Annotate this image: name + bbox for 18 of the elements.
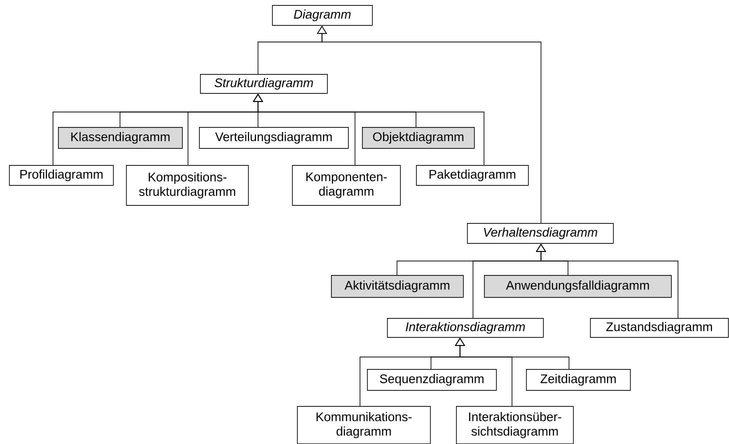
class-box: Sequenzdiagramm: [367, 368, 497, 391]
class-box: Profildiagramm: [9, 165, 114, 186]
class-box: Interaktionsüber- sichtsdiagramm: [456, 406, 574, 444]
class-box: Verteilungsdiagramm: [199, 127, 349, 149]
class-box: Strukturdiagramm: [200, 74, 328, 94]
class-box: Kommunikations- diagramm: [297, 406, 431, 444]
class-box: Diagramm: [272, 5, 373, 26]
class-box: Anwendungsfalldiagramm: [484, 275, 672, 298]
class-box: Verhaltensdiagramm: [467, 223, 614, 244]
class-box: Klassendiagramm: [58, 127, 183, 149]
class-box: Objektdiagramm: [362, 127, 475, 149]
class-box: Kompositions- strukturdiagramm: [126, 165, 249, 206]
class-box: Komponenten- diagramm: [292, 165, 401, 206]
class-box: Zustandsdiagramm: [590, 318, 729, 338]
class-box: Zeitdiagramm: [526, 368, 631, 391]
class-box: Paketdiagramm: [416, 165, 529, 186]
class-box: Interaktionsdiagramm: [387, 318, 544, 338]
class-box: Aktivitätsdiagramm: [331, 275, 464, 298]
